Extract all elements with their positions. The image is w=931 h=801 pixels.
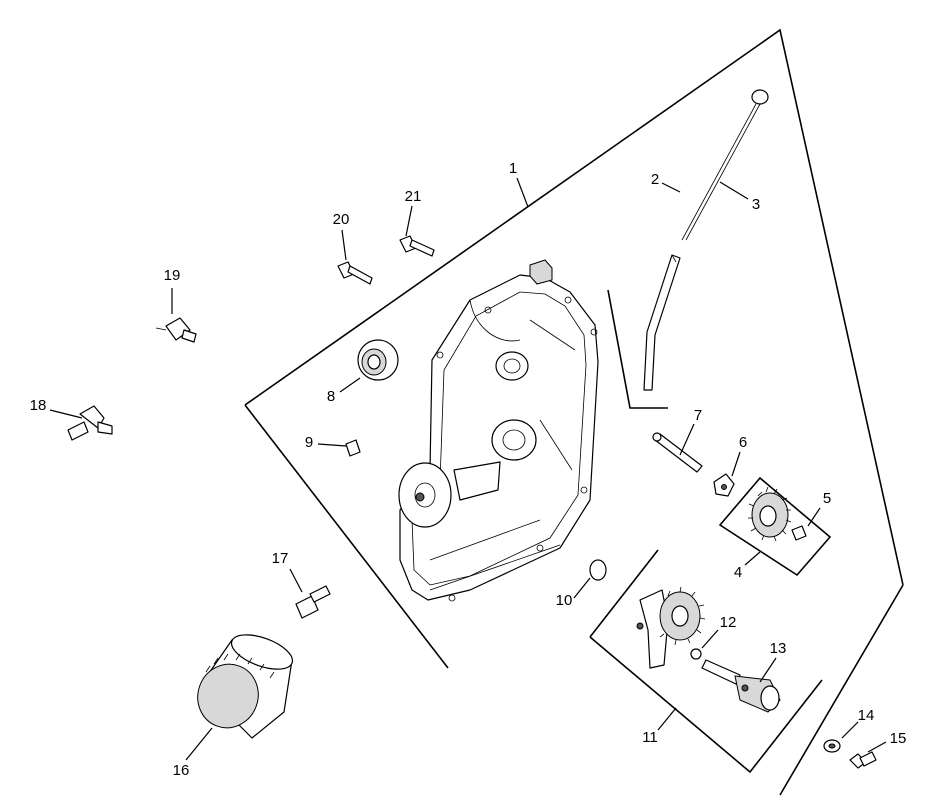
callout-14: 14 <box>858 707 875 724</box>
callout-15: 15 <box>890 730 907 747</box>
callout-12: 12 <box>720 614 737 631</box>
callout-17: 17 <box>272 550 289 567</box>
governor-spool <box>701 659 781 713</box>
bolt-20 <box>337 261 373 285</box>
callout-16: 16 <box>173 762 190 779</box>
oil-seal <box>357 339 399 381</box>
oil-pressure-sensor <box>155 317 197 343</box>
crankcase-cover <box>398 259 599 602</box>
dipstick <box>681 89 769 241</box>
assembly-frame-dipstick <box>607 289 668 409</box>
drain-plug <box>345 439 361 457</box>
callout-6: 6 <box>739 434 747 451</box>
retaining-ring <box>690 648 702 660</box>
callout-18: 18 <box>30 397 47 414</box>
governor-shaft <box>652 432 703 473</box>
callout-11: 11 <box>642 729 658 746</box>
governor-gear <box>748 486 792 542</box>
assembly-frame-gear-4 <box>718 476 832 577</box>
callout-13: 13 <box>770 640 787 657</box>
governor-assembly <box>636 586 706 669</box>
callout-2: 2 <box>651 171 659 188</box>
callout-10: 10 <box>556 592 573 609</box>
assembly-frame-governor-11 <box>589 549 823 774</box>
callout-9: 9 <box>305 434 313 451</box>
callout-3: 3 <box>752 196 760 213</box>
hex-bolt-15 <box>849 751 877 769</box>
washer <box>823 739 841 753</box>
assembly-frame-main <box>244 28 904 796</box>
gear-shaft-pin <box>791 525 807 541</box>
filter-nipple <box>295 585 331 619</box>
callout-19: 19 <box>164 267 181 284</box>
callout-4: 4 <box>734 564 742 581</box>
callout-21: 21 <box>405 188 422 205</box>
callout-5: 5 <box>823 490 831 507</box>
callout-20: 20 <box>333 211 350 228</box>
o-ring <box>589 559 607 581</box>
callout-1: 1 <box>509 160 517 177</box>
callout-8: 8 <box>327 388 335 405</box>
elbow-fitting <box>67 405 113 441</box>
bolt-21 <box>399 235 435 257</box>
dipstick-tube <box>643 254 681 391</box>
thrust-washer <box>713 473 735 497</box>
callout-7: 7 <box>694 407 702 424</box>
oil-filter <box>197 634 294 739</box>
leader-lines <box>49 177 887 761</box>
